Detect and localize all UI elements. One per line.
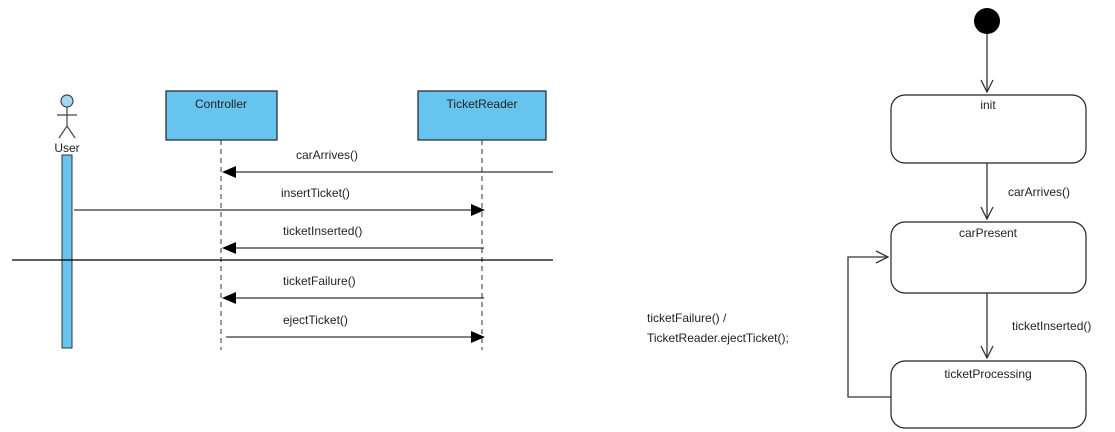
message-ticketInserted: ticketInserted() [222,224,484,254]
state-ticketProcessing[interactable]: ticketProcessing [890,360,1087,429]
state-ticketProcessing-label: ticketProcessing [944,367,1031,381]
lifeline-controller-label: Controller [195,97,247,111]
state-init-label: init [980,98,996,112]
state-diagram: init carArrives() carPresent ticketInser… [647,8,1091,429]
lifeline-controller: Controller [165,90,278,350]
message-ticketFailure: ticketFailure() [222,274,484,304]
transition-ticketFailure-label: ticketFailure() / TicketReader.ejectTick… [647,311,789,345]
state-ticketProcessing-box[interactable] [890,360,1087,429]
message-insertTicket: insertTicket() [74,186,485,216]
message-label: ticketInserted() [283,224,362,238]
message-label: ejectTicket() [283,313,348,327]
state-carPresent-label: carPresent [959,226,1018,240]
state-init[interactable]: init [890,94,1087,164]
actor-user: User [54,94,80,349]
state-carPresent-box[interactable] [890,221,1087,294]
actor-leg-right [66,125,76,139]
message-label: insertTicket() [281,186,350,200]
sequence-diagram: User Controller TicketReader carArrives(… [12,90,553,350]
actor-head-icon [60,94,74,108]
message-carArrives: carArrives() [222,148,553,178]
lifeline-ticketreader-box[interactable] [417,90,547,141]
actor-leg-left [58,125,68,139]
transition-carArrives-label: carArrives() [1008,185,1070,199]
actor-label: User [54,141,79,155]
state-carPresent[interactable]: carPresent [890,221,1087,294]
user-activation-bar [61,154,73,349]
lifeline-controller-box[interactable] [165,90,278,141]
transition-ticketInserted-label: ticketInserted() [1012,319,1091,333]
state-init-box[interactable] [890,94,1087,164]
lifeline-ticketreader-label: TicketReader [447,97,518,111]
message-label: ticketFailure() [283,274,356,288]
lifeline-ticketreader: TicketReader [417,90,547,350]
transition-ticketFailure-label-line2: TicketReader.ejectTicket(); [647,331,789,345]
message-ejectTicket: ejectTicket() [226,313,485,343]
transition-ticketFailure-label-line1: ticketFailure() / [647,311,727,325]
initial-node-icon [974,8,1000,34]
transition-ticketFailure [847,257,891,398]
message-label: carArrives() [296,148,358,162]
